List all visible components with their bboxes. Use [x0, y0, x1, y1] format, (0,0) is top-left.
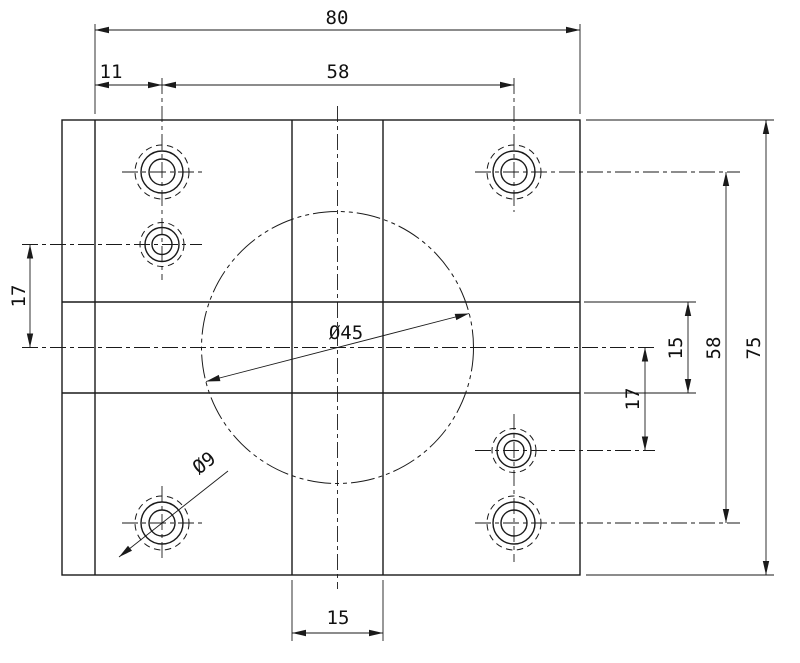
dimension-arrows	[26, 26, 770, 637]
dim-label-overall-width: 80	[326, 7, 349, 29]
dim-label-edge-offset: 11	[100, 61, 123, 83]
cross-slot	[62, 120, 580, 575]
hole-top-left-inner	[139, 222, 185, 267]
hole-bottom-right-corner	[486, 495, 542, 551]
extension-lines	[94, 24, 774, 641]
dim-label-slot-height: 15	[665, 337, 687, 360]
hole-top-left-corner	[134, 144, 190, 200]
hole-top-right-corner	[486, 144, 542, 200]
dim-label-hole-span-top: 58	[327, 61, 350, 83]
hole-bottom-left-corner	[134, 495, 190, 551]
dim-label-right-offset: 17	[622, 388, 644, 411]
center-bore-circle	[201, 211, 474, 484]
dim-label-left-offset: 17	[8, 285, 30, 308]
dimension-labels: 80 11 58 17 75 58 15 17 15 Ø45 Ø9	[8, 7, 765, 629]
dim-label-hole-span-right: 58	[703, 337, 725, 360]
diameter-line-45	[205, 313, 470, 382]
dim-label-overall-height: 75	[743, 337, 765, 360]
leader-line-dia9	[118, 470, 229, 558]
dim-label-slot-width: 15	[327, 607, 350, 629]
dim-label-center-bore: Ø45	[329, 322, 363, 344]
hole-bottom-right-inner	[491, 428, 537, 473]
